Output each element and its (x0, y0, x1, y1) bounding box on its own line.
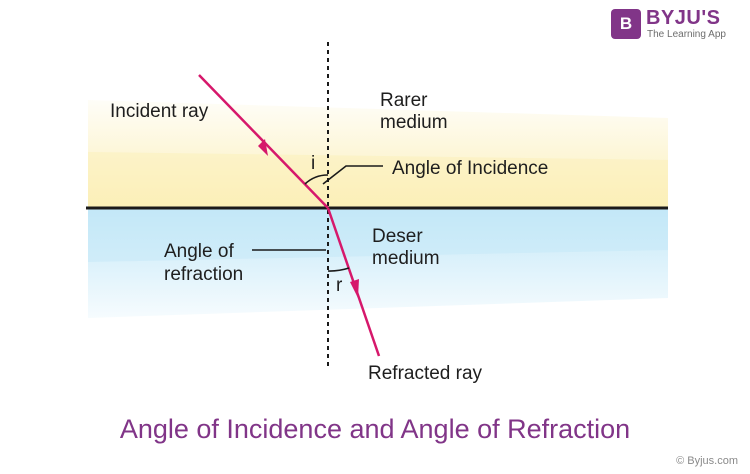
denser-medium-label-line1: Deser (372, 226, 423, 247)
angle-of-refraction-label-line1: Angle of (164, 241, 234, 262)
rarer-medium-label-line2: medium (380, 112, 448, 133)
byjus-logo-mark: B (611, 9, 641, 39)
refracted-ray-arrowhead (350, 279, 359, 298)
rarer-medium-region (88, 100, 668, 208)
angle-of-incidence-arc (304, 174, 329, 185)
angle-i-symbol: i (311, 153, 316, 174)
byjus-logo-tagline: The Learning App (647, 29, 726, 40)
angle-of-refraction-arc (327, 267, 350, 272)
refracted-ray-label: Refracted ray (368, 363, 483, 384)
incident-ray-arrowhead (258, 139, 268, 156)
diagram-caption: Angle of Incidence and Angle of Refracti… (119, 414, 631, 444)
angle-of-incidence-leader (322, 165, 383, 185)
refracted-ray (326, 207, 381, 357)
rarer-medium-label-line1: Rarer (380, 90, 428, 111)
angle-of-incidence-label: Angle of Incidence (392, 158, 549, 179)
incident-ray (198, 74, 329, 209)
denser-medium-label-line2: medium (372, 248, 440, 269)
byjus-logo-name: BYJU'S (646, 7, 721, 29)
incident-ray-label: Incident ray (110, 101, 209, 122)
angle-r-symbol: r (336, 275, 343, 296)
denser-medium-region (88, 208, 668, 318)
copyright-text: © Byjus.com (676, 455, 738, 467)
angle-of-refraction-label-line2: refraction (164, 264, 244, 285)
